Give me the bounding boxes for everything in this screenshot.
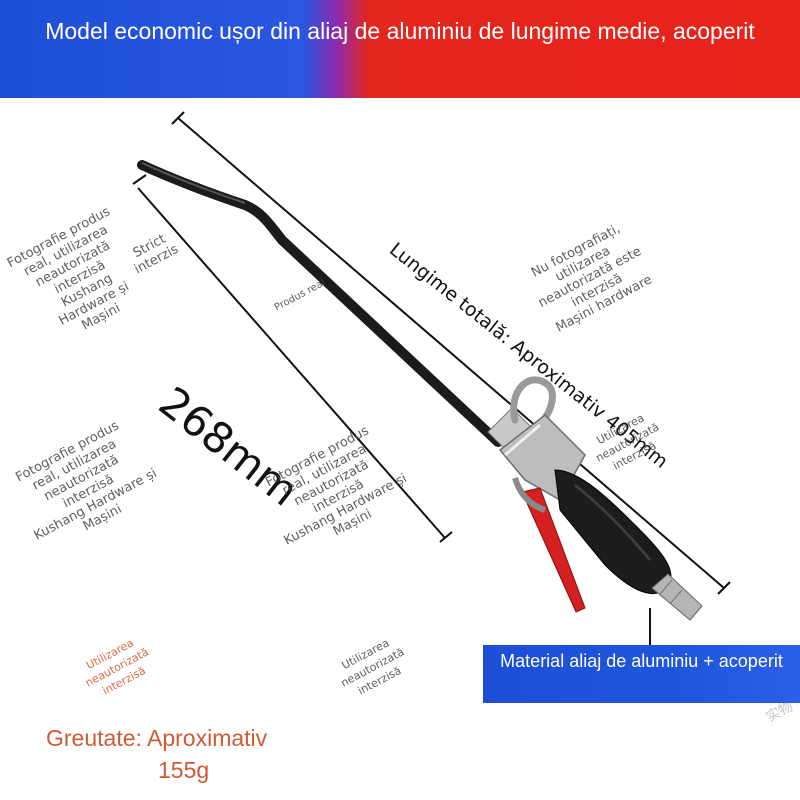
hang-hook (510, 376, 556, 424)
weight-line-1: Greutate: Aproximativ (46, 725, 268, 751)
weight-line-2: 155g (158, 757, 210, 783)
dimension-line-total (171, 111, 731, 595)
material-label-box: Material aliaj de aluminiu + acoperit (483, 645, 800, 703)
nozzle-tube (137, 160, 503, 447)
page-title: Model economic ușor din aliaj de alumini… (45, 18, 755, 44)
title-banner: Model economic ușor din aliaj de alumini… (0, 0, 800, 98)
air-inlet-fitting (651, 573, 703, 621)
trigger-lever (521, 487, 586, 613)
material-label: Material aliaj de aluminiu + acoperit (500, 651, 783, 671)
dimension-line-268 (132, 174, 453, 543)
rubber-grip (554, 469, 672, 595)
weight-label: Greutate: Aproximativ 155g (46, 722, 346, 786)
